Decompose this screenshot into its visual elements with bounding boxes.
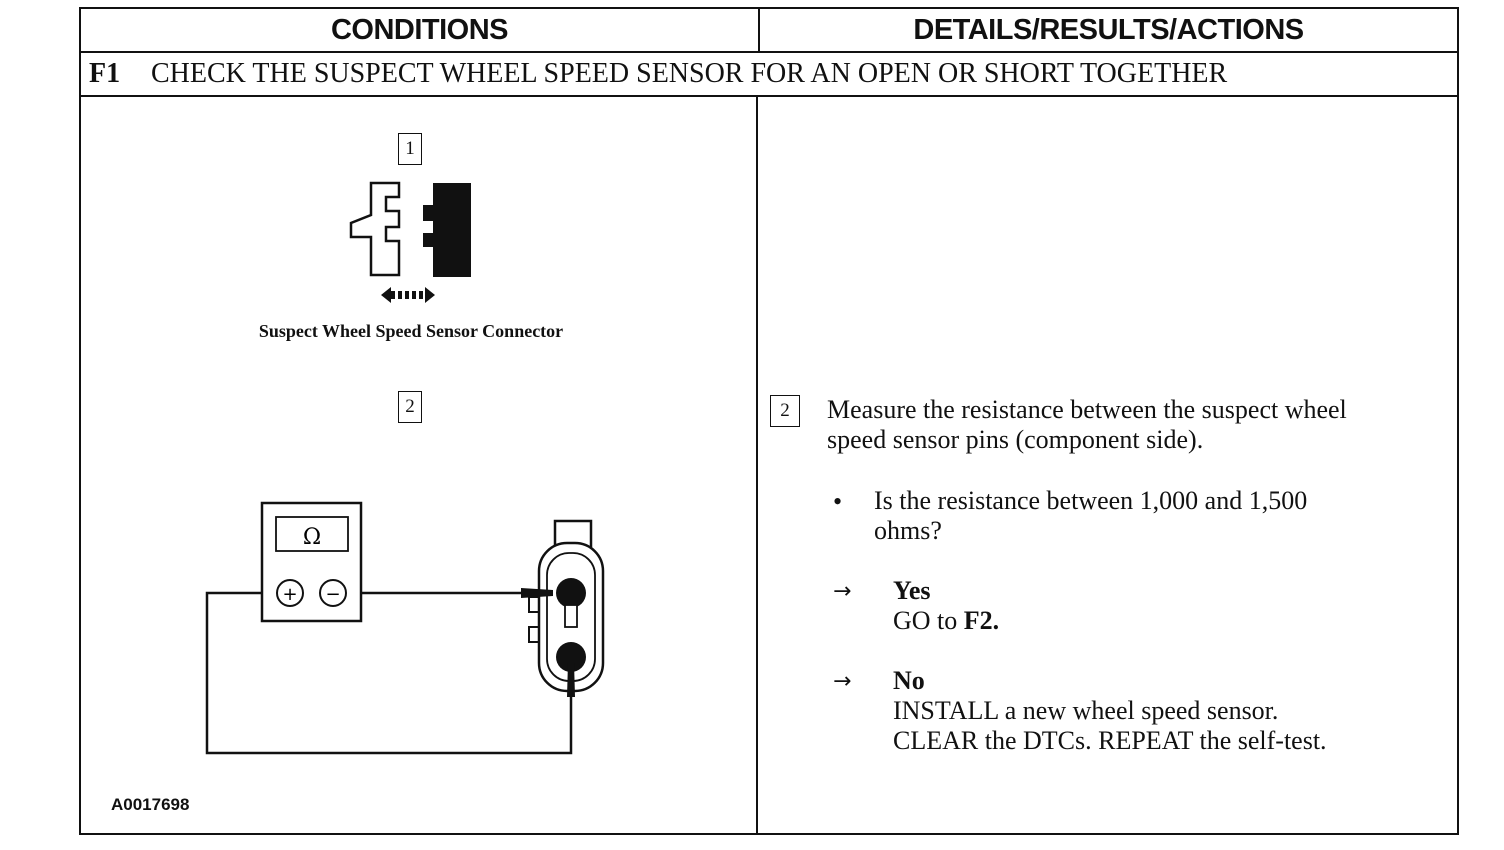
question-line-2: ohms? bbox=[874, 516, 942, 545]
no-action-line-2: CLEAR the DTCs. REPEAT the self-test. bbox=[893, 726, 1327, 755]
detail-box-2: 2 bbox=[770, 395, 800, 427]
no-label: No bbox=[893, 666, 925, 695]
yes-action-target: F2. bbox=[963, 606, 1000, 635]
condition-box-1: 1 bbox=[398, 133, 422, 165]
plus-terminal: + bbox=[282, 584, 297, 605]
diagnostic-table: CONDITIONS DETAILS/RESULTS/ACTIONS F1 CH… bbox=[79, 7, 1459, 835]
yes-action: GO to F2. bbox=[893, 606, 999, 636]
figure-id: A0017698 bbox=[111, 795, 190, 814]
yes-arrow-icon: → bbox=[833, 579, 852, 604]
step-id: F1 bbox=[89, 58, 121, 89]
header-rule bbox=[81, 51, 1457, 53]
step-rule bbox=[81, 95, 1457, 97]
sensor-connector-icon bbox=[521, 519, 605, 697]
step-row: F1 CHECK THE SUSPECT WHEEL SPEED SENSOR … bbox=[81, 53, 1457, 95]
no-arrow-icon: → bbox=[833, 669, 852, 694]
step-title: CHECK THE SUSPECT WHEEL SPEED SENSOR FOR… bbox=[151, 58, 1228, 89]
instruction-line-1: Measure the resistance between the suspe… bbox=[827, 395, 1347, 424]
ohmmeter-icon: Ω + − bbox=[260, 501, 363, 623]
column-divider bbox=[756, 97, 758, 833]
yes-label: Yes bbox=[893, 576, 931, 605]
no-action-line-1: INSTALL a new wheel speed sensor. bbox=[893, 696, 1279, 725]
conditions-diagram: Ω + − bbox=[205, 181, 605, 755]
disconnect-arrow-icon bbox=[381, 287, 435, 303]
conditions-header: CONDITIONS bbox=[330, 13, 509, 46]
test-leads bbox=[205, 591, 573, 755]
header-divider bbox=[758, 9, 760, 51]
bullet-icon: • bbox=[833, 487, 843, 516]
question-line-1: Is the resistance between 1,000 and 1,50… bbox=[874, 486, 1308, 515]
yes-action-prefix: GO to bbox=[893, 606, 964, 635]
minus-terminal: − bbox=[325, 584, 340, 605]
ohm-symbol: Ω bbox=[303, 525, 321, 550]
connector-caption: Suspect Wheel Speed Sensor Connector bbox=[258, 321, 564, 341]
condition-box-2: 2 bbox=[398, 391, 422, 423]
connector-icon bbox=[349, 181, 471, 277]
instruction-line-2: speed sensor pins (component side). bbox=[827, 425, 1204, 454]
details-header: DETAILS/RESULTS/ACTIONS bbox=[913, 13, 1304, 46]
